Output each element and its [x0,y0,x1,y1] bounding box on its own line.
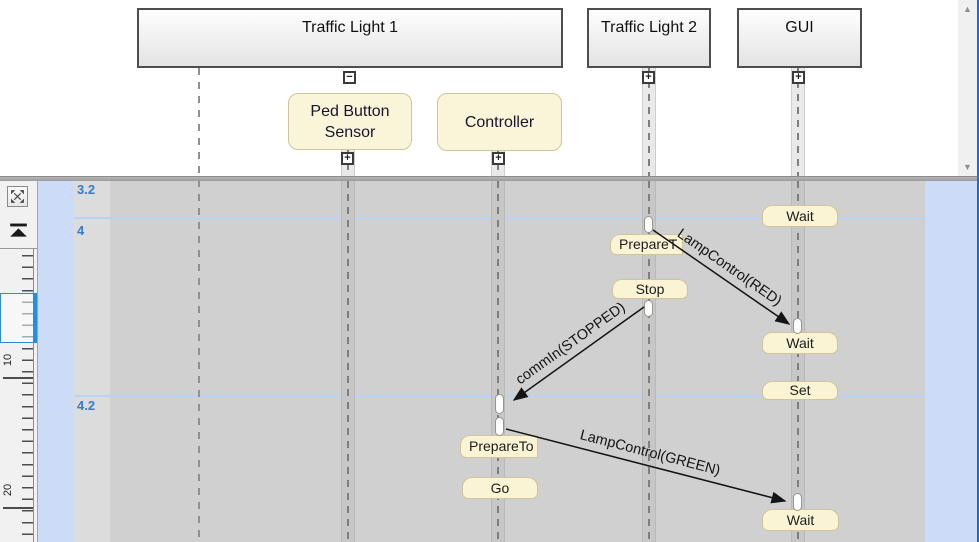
lifeline-traffic-light-2[interactable] [642,68,656,176]
activation-flag-prepareto[interactable]: PrepareTo [460,435,538,458]
fit-to-view-button[interactable] [7,186,28,207]
activation-marker[interactable] [644,300,653,317]
time-label: 3.2 [77,182,96,197]
pane-divider[interactable] [0,176,977,181]
ruler-axis [33,249,34,542]
time-label: 4.2 [77,398,96,413]
left-margin-band [38,181,74,542]
ruler-major-tick [3,377,33,379]
expand-button-ped-button-sensor[interactable]: + [341,152,354,165]
scroll-down-icon[interactable]: ▼ [963,162,972,172]
actor-traffic-light-2[interactable]: Traffic Light 2 [587,8,711,68]
right-margin-band [925,181,977,542]
actor-label: GUI [785,19,814,36]
actor-gui[interactable]: GUI [737,8,862,68]
activation-flag-prepare[interactable]: PrepareT [610,234,683,255]
activation-marker[interactable] [495,417,504,436]
collapse-to-top-button[interactable] [9,222,28,237]
lifeline-ped-button-sensor[interactable] [341,181,355,542]
panel-edge-accent [977,0,979,542]
vertical-scrollbar[interactable]: ▲ ▼ [958,0,977,176]
activation-flag-wait[interactable]: Wait [762,509,839,531]
activation-marker[interactable] [793,493,802,511]
activation-flag-set[interactable]: Set [762,381,838,400]
actor-ped-button-sensor[interactable]: Ped Button Sensor [288,93,412,150]
activation-marker[interactable] [793,318,802,334]
expand-button-controller[interactable]: + [492,152,505,165]
activation-flag-go[interactable]: Go [462,477,538,499]
actor-label: Controller [464,113,535,131]
activation-flag-wait[interactable]: Wait [762,332,838,354]
actor-controller[interactable]: Controller [437,93,562,151]
actor-label: Ped Button Sensor [310,102,390,141]
actor-label: Traffic Light 2 [600,19,698,36]
activation-flag-wait[interactable]: Wait [762,205,838,227]
ruler-label: 20 [2,483,14,497]
ruler-separator [0,248,37,249]
expand-button-gui[interactable]: + [792,71,805,84]
collapse-button-traffic-light-1[interactable]: − [343,71,356,84]
expand-button-traffic-light-2[interactable]: + [642,71,655,84]
scroll-up-icon[interactable]: ▲ [963,4,972,14]
lifeline-gui[interactable] [791,181,805,542]
time-label: 4 [77,223,85,238]
viewport-indicator[interactable] [0,293,37,343]
ruler-major-tick [3,507,33,509]
lifeline-gui[interactable] [791,68,805,176]
actor-label: Traffic Light 1 [301,19,399,36]
time-gutter [74,181,110,542]
collapse-up-icon [10,223,27,237]
activation-marker[interactable] [495,394,504,414]
actor-traffic-light-1[interactable]: Traffic Light 1 [137,8,563,68]
ruler-ticks [22,255,33,542]
activation-marker[interactable] [644,216,653,233]
expand-arrows-icon [11,190,24,203]
ruler-label: 10 [2,353,14,367]
activation-flag-stop[interactable]: Stop [612,279,688,299]
lifeline-traffic-light-1-dashed[interactable] [198,68,200,542]
